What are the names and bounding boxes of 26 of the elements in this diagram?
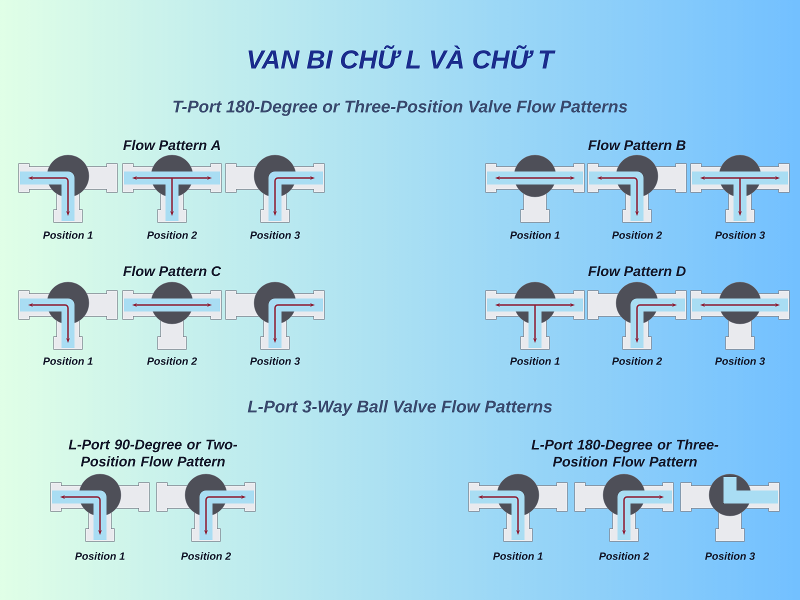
position-label: Position 3 [715, 231, 765, 239]
position-label: Position 2 [147, 231, 197, 239]
position-label: Position 2 [612, 357, 662, 365]
position-label: Position 3 [705, 552, 755, 560]
pattern-heading: L-Port 90-Degree or Two-Position Flow Pattern [68, 440, 238, 466]
position-label: Position 2 [181, 552, 231, 560]
pattern-heading: Flow Pattern D [588, 266, 686, 276]
position-label: Position 1 [493, 552, 543, 560]
pattern-heading: Flow Pattern A [123, 140, 220, 150]
position-label: Position 1 [75, 552, 125, 560]
position-label: Position 1 [43, 231, 93, 239]
position-label: Position 1 [43, 357, 93, 365]
pattern-heading: L-Port 180-Degree or Three-Position Flow Pattern [532, 439, 718, 467]
position-label: Position 2 [612, 231, 662, 239]
position-label: Position 1 [510, 231, 560, 239]
pattern-heading: Flow Pattern C [123, 266, 222, 276]
title: VAN BI CHỮ L VÀ CHỮ T [248, 45, 556, 69]
position-label: Position 3 [250, 231, 300, 239]
position-label: Position 1 [510, 357, 560, 365]
position-label: Position 2 [147, 357, 197, 365]
section-heading: T-Port 180-Degree or Three-Position Valve Flow Patterns [173, 100, 628, 116]
position-label: Position 2 [599, 552, 649, 560]
position-label: Position 3 [250, 357, 300, 365]
section-heading: L-Port 3-Way Ball Valve Flow Patterns [248, 400, 552, 416]
position-label: Position 3 [715, 357, 765, 365]
pattern-heading: Flow Pattern B [588, 140, 686, 150]
